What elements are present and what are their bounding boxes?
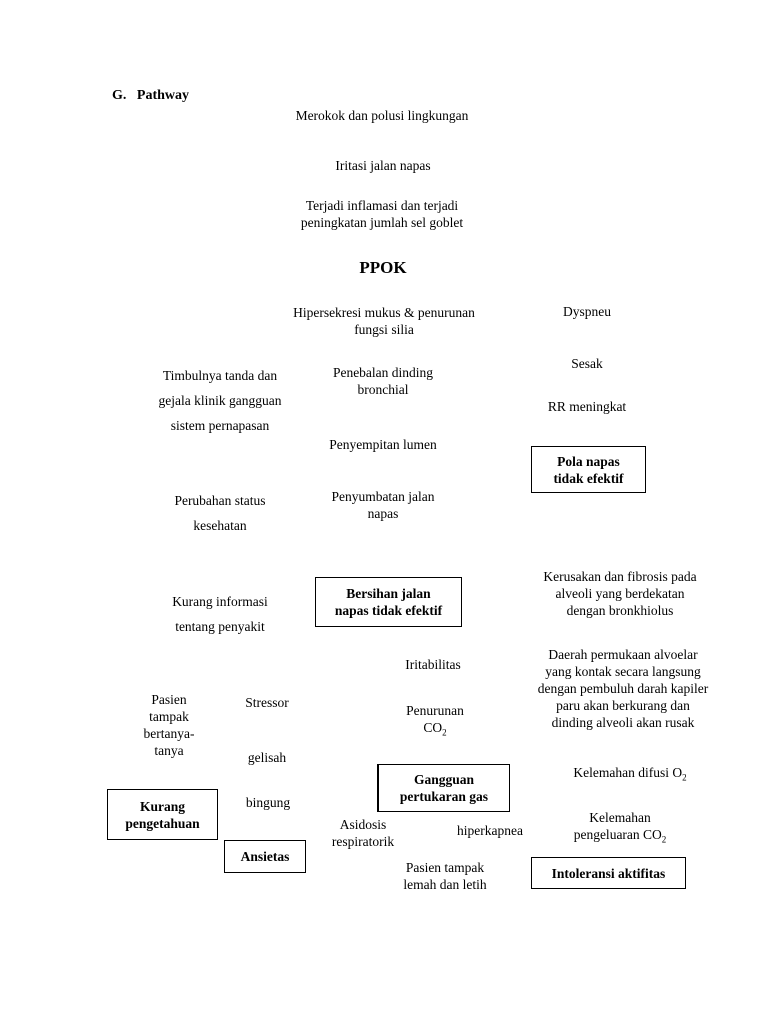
node-hiperkapnea: hiperkapnea — [457, 823, 523, 838]
section-title: Pathway — [136, 88, 190, 103]
node-ppok: PPOK — [359, 258, 407, 277]
node-merokok: Merokok dan polusi lingkungan — [295, 108, 469, 123]
diagnosis-ansietas: Ansietas — [224, 840, 306, 873]
node-kelemahan-difusi: Kelemahan difusi O2 — [573, 765, 687, 783]
diagnosis-intoleransi-aktifitas: Intoleransi aktifitas — [531, 857, 686, 889]
section-letter: G. — [112, 88, 127, 103]
node-dyspneu: Dyspneu — [563, 304, 611, 319]
node-sesak: Sesak — [571, 356, 603, 371]
node-penyempitan: Penyempitan lumen — [329, 437, 437, 452]
node-bingung: bingung — [245, 795, 291, 810]
node-iritabilitas: Iritabilitas — [405, 657, 461, 672]
node-gelisah: gelisah — [247, 750, 287, 765]
node-iritasi: Iritasi jalan napas — [335, 158, 431, 173]
section-heading: G. Pathway — [112, 88, 189, 104]
node-rr-meningkat: RR meningkat — [547, 399, 627, 414]
node-stressor: Stressor — [245, 695, 289, 710]
